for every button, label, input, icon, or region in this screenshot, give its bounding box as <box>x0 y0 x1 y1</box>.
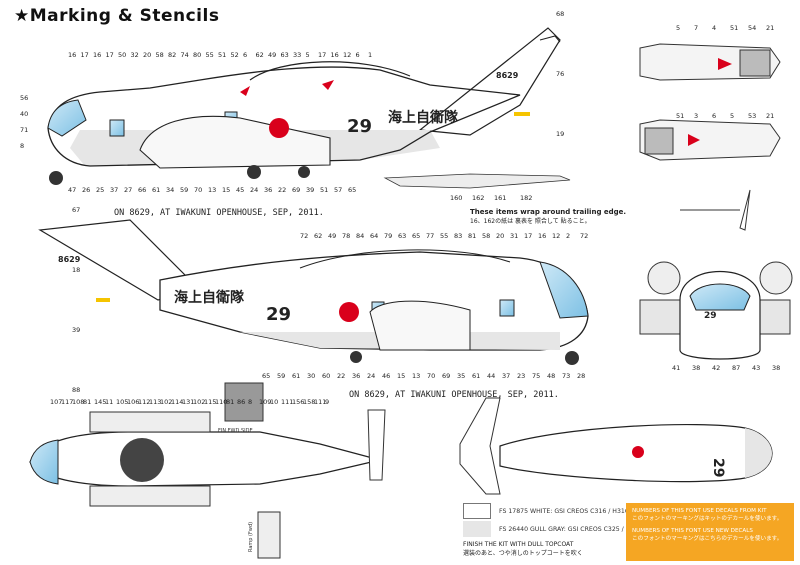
blade-note-jp: 16、162の紙は 裏表を 照合して 貼ること。 <box>470 218 591 225</box>
left-code-number: 29 <box>347 116 372 137</box>
blade-label-4: 182 <box>520 194 532 202</box>
right-serial: 8629 <box>58 255 81 264</box>
page-title: ★Marking & Stencils <box>14 6 220 26</box>
white-swatch <box>463 503 491 519</box>
info-line-4: このフォントのマーキングはこちらのデカールを使います。 <box>632 536 783 542</box>
ramp-label: Ramp (Fwd) <box>248 522 254 552</box>
bottom-code-number: 29 <box>710 458 726 477</box>
right-jmsdf-text: 海上自衛隊 <box>174 289 245 306</box>
blade-note-en: These items wrap around trailing edge. <box>470 208 627 216</box>
engine-details <box>639 43 781 161</box>
left-caption: ON 8629, AT IWAKUNI OPENHOUSE, SEP, 2011… <box>114 208 324 218</box>
blade-note: These items wrap around trailing edge. 1… <box>470 208 626 225</box>
finish-note-jp: 選装のあと、つや消しのトップコートを吹く <box>463 550 583 557</box>
right-caption: ON 8629, AT IWAKUNI OPENHOUSE, SEP, 2011… <box>349 390 559 400</box>
legend-white-text: FS 17875 WHITE: GSI CREOS C316 / H316 <box>499 507 629 515</box>
top-view <box>29 382 386 559</box>
right-code-number: 29 <box>266 304 291 325</box>
blade-label-1: 160 <box>450 194 462 202</box>
gray-swatch <box>463 521 491 537</box>
legend-gray: FS 26440 GULL GRAY: GSI CREOS C325 / H32… <box>463 521 642 537</box>
finish-note-en: FINISH THE KIT WITH DULL TOPCOAT <box>463 541 574 548</box>
left-jmsdf-text: 海上自衛隊 <box>388 109 459 126</box>
left-side-view <box>47 27 561 302</box>
right-side-view <box>38 219 589 365</box>
finish-note: FINISH THE KIT WITH DULL TOPCOAT 選装のあと、つ… <box>463 541 583 557</box>
blade-label-2: 162 <box>472 194 484 202</box>
rotor-blade <box>383 173 571 189</box>
front-code-number: 29 <box>704 311 717 321</box>
legend-white: FS 17875 WHITE: GSI CREOS C316 / H316 <box>463 503 629 519</box>
info-line-1: NUMBERS OF THIS FONT USE DECALS FROM KIT <box>632 508 767 514</box>
decal-info-box: NUMBERS OF THIS FONT USE DECALS FROM KIT… <box>626 503 794 561</box>
fin-fwd-side-label: FIN FWD SIDE <box>218 428 253 434</box>
legend-gray-text: FS 26440 GULL GRAY: GSI CREOS C325 / H32… <box>499 525 643 533</box>
info-line-2: このフォントのマーキングはキットのデカールを使います。 <box>632 516 783 522</box>
blade-label-3: 161 <box>494 194 506 202</box>
bottom-view <box>459 397 773 495</box>
front-view <box>639 189 793 360</box>
left-serial: 8629 <box>496 71 519 80</box>
info-line-3: NUMBERS OF THIS FONT USE NEW DECALS <box>632 528 753 534</box>
